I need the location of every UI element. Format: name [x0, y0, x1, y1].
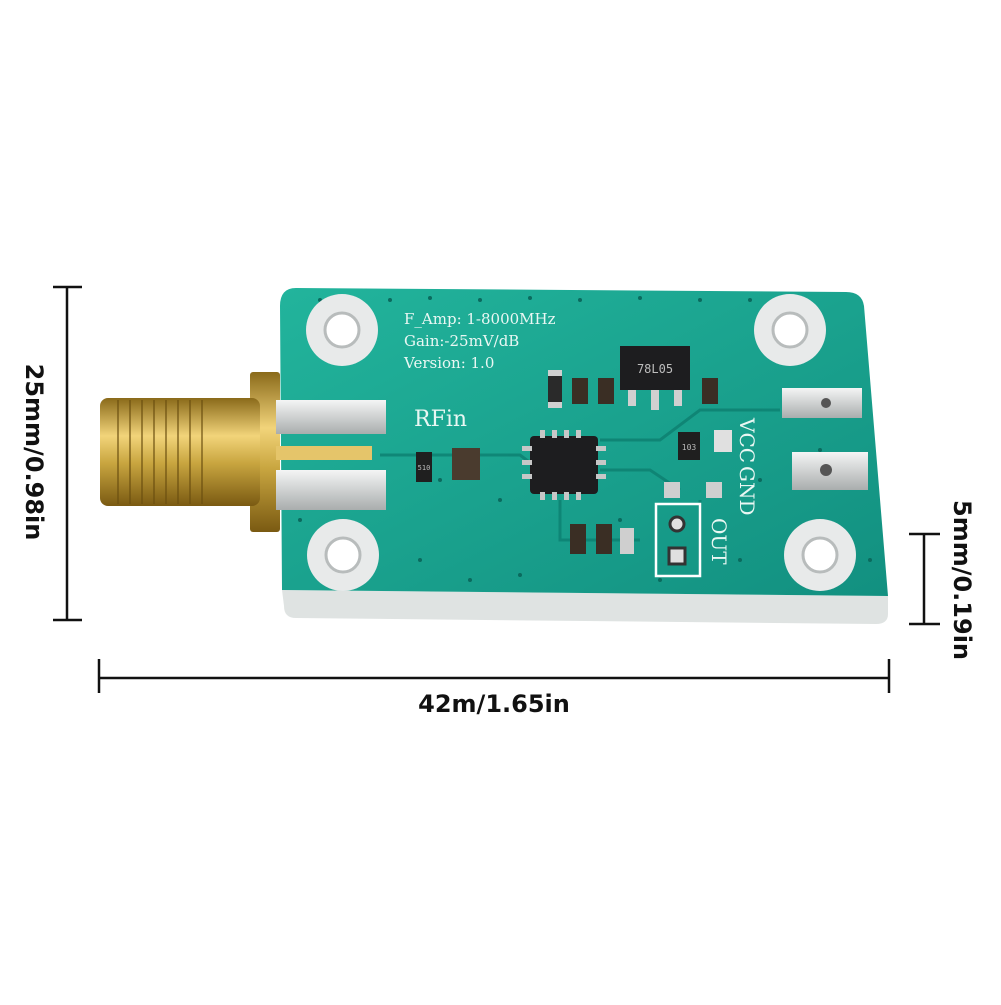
height-dimension-line: [53, 285, 82, 622]
width-dimension-line: [97, 659, 891, 693]
thickness-dimension-label: 5mm/0.19in: [948, 499, 976, 661]
width-dimension-label: 42m/1.65in: [418, 690, 570, 718]
rf-label: RFin: [414, 407, 467, 432]
mounting-hole-top-left: [306, 294, 378, 366]
resistor-marking-3: 103: [682, 443, 697, 452]
vcc-pad: [782, 388, 862, 418]
out-label: OUT: [707, 518, 731, 565]
smd-components: 103 510: [416, 370, 732, 554]
mounting-hole-bottom-left: [307, 519, 379, 591]
silkscreen-line-2: Gain:-25mV/dB: [404, 332, 519, 350]
silkscreen-line-1: F_Amp: 1-8000MHz: [404, 310, 556, 328]
resistor-marking-2: 510: [418, 464, 431, 472]
gnd-label: GND: [735, 466, 759, 516]
thickness-dimension-line: [909, 532, 940, 626]
mounting-hole-top-right: [754, 294, 826, 366]
vcc-label: VCC: [735, 417, 759, 463]
silkscreen: F_Amp: 1-8000MHz Gain:-25mV/dB Version: …: [403, 310, 759, 565]
out-header: [654, 502, 702, 578]
regulator-marking: 78L05: [637, 362, 673, 376]
silkscreen-line-3: Version: 1.0: [403, 354, 494, 372]
mounting-hole-bottom-right: [784, 519, 856, 591]
sma-connector: [100, 372, 386, 532]
voltage-regulator: 78L05: [620, 346, 690, 410]
detector-ic: [522, 430, 606, 500]
gnd-pad: [792, 452, 868, 490]
height-dimension-label: 25mm/0.98in: [20, 363, 48, 541]
